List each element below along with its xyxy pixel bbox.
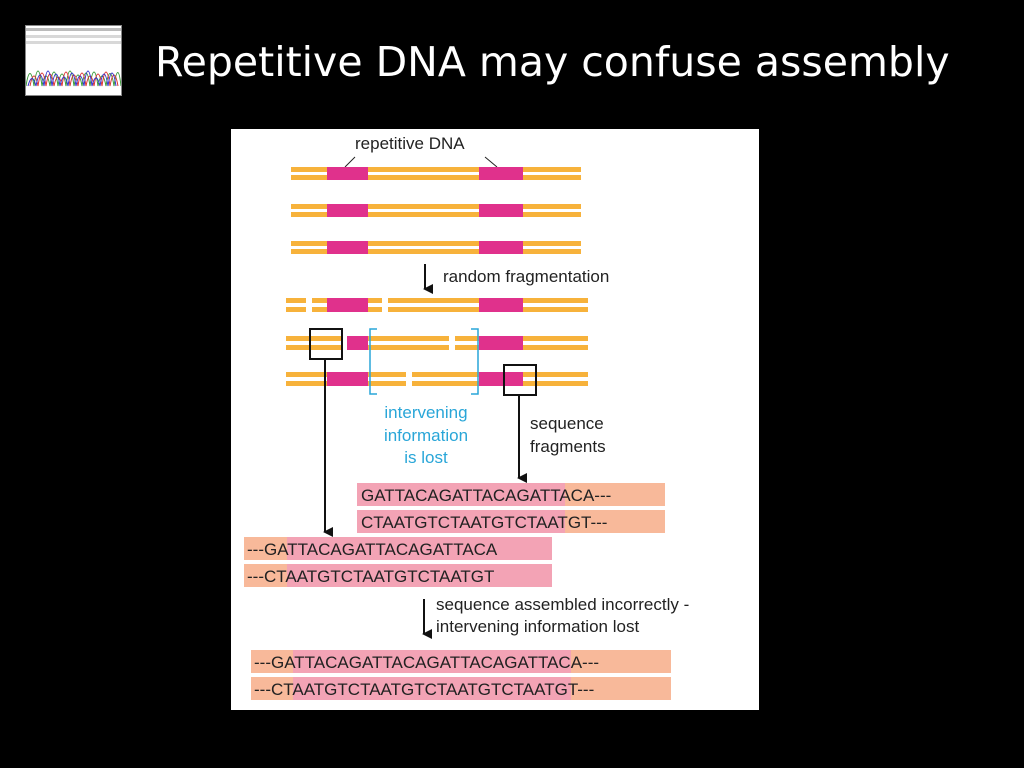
random-fragmentation-label: random fragmentation bbox=[443, 267, 609, 286]
fragments-label-line: sequence bbox=[530, 414, 604, 433]
lost-label-line: intervening bbox=[384, 403, 467, 422]
sequence-strand: ---GATTACAGATTACAGATTACA bbox=[247, 540, 498, 559]
assembled-label-line: sequence assembled incorrectly - bbox=[436, 595, 689, 614]
right-sequence-block: GATTACAGATTACAGATTACA--- CTAATGTCTAATGTC… bbox=[357, 483, 665, 533]
dna-molecule bbox=[291, 241, 581, 254]
slide-title: Repetitive DNA may confuse assembly bbox=[155, 38, 950, 86]
final-sequence-block: ---GATTACAGATTACAGATTACAGATTACA--- ---CT… bbox=[251, 650, 671, 700]
sequence-strand: CTAATGTCTAATGTCTAATGT--- bbox=[361, 513, 607, 532]
sequencer-trace-thumbnail bbox=[25, 25, 122, 96]
thumbnail-toolbar bbox=[26, 35, 121, 38]
sequence-strand: GATTACAGATTACAGATTACA--- bbox=[361, 486, 611, 505]
assembly-diagram: repetitive DNA random fragmentation bbox=[244, 134, 689, 700]
dna-molecule bbox=[291, 204, 581, 217]
sequence-strand: ---GATTACAGATTACAGATTACAGATTACA--- bbox=[254, 653, 599, 672]
sequence-strand: ---CTAATGTCTAATGTCTAATGTCTAATGT--- bbox=[254, 680, 594, 699]
left-sequence-block: ---GATTACAGATTACAGATTACA ---CTAATGTCTAAT… bbox=[244, 537, 552, 587]
diagram-panel: repetitive DNA random fragmentation bbox=[231, 129, 759, 710]
lost-label-line: is lost bbox=[404, 448, 448, 467]
lost-bracket-left bbox=[369, 328, 377, 395]
repetitive-dna-label: repetitive DNA bbox=[355, 134, 465, 153]
thumbnail-toolbar bbox=[26, 41, 121, 44]
assembled-label-line: intervening information lost bbox=[436, 617, 639, 636]
chromatogram-icon bbox=[26, 70, 121, 87]
lost-label-line: information bbox=[384, 426, 468, 445]
fragments-label-line: fragments bbox=[530, 437, 606, 456]
lost-bracket-right bbox=[471, 328, 479, 395]
label-leader bbox=[484, 156, 498, 168]
thumbnail-header-bar bbox=[26, 28, 121, 31]
dna-molecule bbox=[291, 167, 581, 180]
left-fragment-box bbox=[309, 328, 343, 360]
fragment-row bbox=[286, 336, 588, 350]
fragment-row bbox=[286, 298, 588, 312]
fragment-row bbox=[286, 372, 588, 386]
label-leader bbox=[344, 156, 356, 168]
sequence-strand: ---CTAATGTCTAATGTCTAATGT bbox=[247, 567, 494, 586]
